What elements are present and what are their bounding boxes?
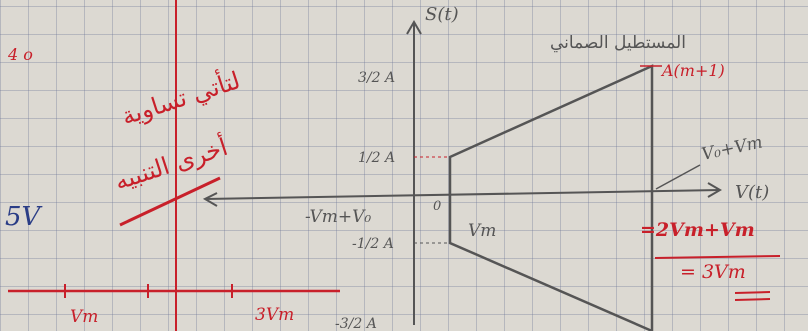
sum-label: =2Vm+Vm [640, 219, 755, 241]
right-x-label: Vm [468, 221, 496, 241]
result-underline [734, 298, 771, 301]
ruler-label-1: Vm [70, 307, 98, 327]
strike-line [119, 176, 221, 227]
x-axis-arrow-icon [707, 182, 722, 198]
y-axis-label: S(t) [425, 4, 459, 25]
origin-label: 0 [433, 199, 441, 214]
x-axis [204, 189, 721, 200]
result-underline [654, 255, 781, 259]
arrow-label: V₀+Vm [700, 132, 765, 164]
y-tick-label: 1/2 A [358, 150, 395, 166]
y-axis-arrow-icon [406, 20, 422, 35]
title-arabic: المستطيل الصماني [550, 33, 686, 53]
result-underline [734, 291, 771, 294]
x-axis-label: V(t) [735, 182, 769, 203]
y-tick-label: 3/2 A [358, 70, 395, 86]
left-x-label: -Vm+V₀ [305, 207, 371, 227]
red-note-1: لتأتي تساوية [117, 63, 243, 130]
x-axis-left-arrow-icon [202, 192, 218, 207]
annotation-arrow [655, 164, 701, 190]
ruler-label-2: 3Vm [255, 305, 294, 325]
left-mid-note: 5V [5, 202, 43, 232]
red-note-2: أخرى التنبيه [111, 131, 232, 196]
y-tick-label: -1/2 A [352, 236, 394, 252]
y-tick-label: -3/2 A [335, 316, 377, 331]
corner-label: A(m+1) [660, 61, 725, 80]
trapezoid-shape [448, 64, 654, 331]
left-top-note: 4 o [7, 45, 33, 64]
result-label: = 3Vm [680, 261, 746, 283]
